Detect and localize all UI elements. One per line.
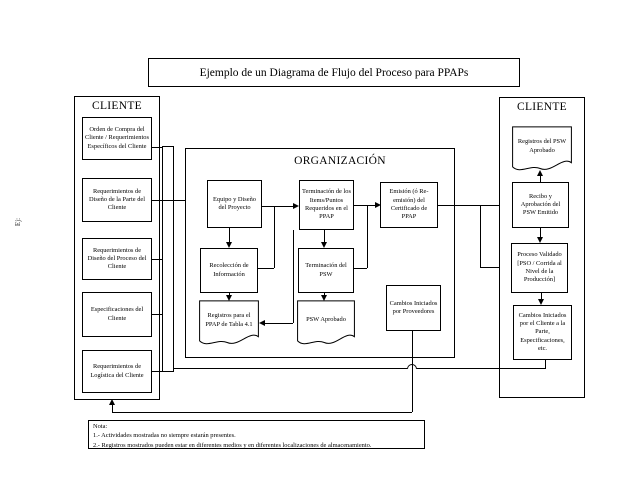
box-cambios-cliente: Cambios Iniciados por el Cliente a la Pa… xyxy=(513,305,572,360)
document-registros-psw: Registros del PSW Aprobado xyxy=(512,126,572,176)
collector-trunk-connector xyxy=(162,146,174,372)
connector-items-down xyxy=(324,230,325,242)
connector-stub-orden xyxy=(152,147,162,148)
connector-recoleccion-up xyxy=(258,268,274,269)
connector-terminacion-psw-up xyxy=(354,268,367,269)
connector-stub-logistica xyxy=(152,371,162,372)
document-registros-psw-label: Registros del PSW Aprobado xyxy=(517,138,567,154)
box-terminacion-items: Terminación de los Items/Puntos Requerid… xyxy=(299,180,354,230)
arrowhead-into-terminacion-psw xyxy=(321,242,327,248)
box-especificaciones: Especificaciones del Cliente xyxy=(82,292,152,337)
connector-branch-proceso-horizontal xyxy=(480,267,505,268)
connector-branch-proceso xyxy=(480,205,481,267)
connector-emision-to-recibo xyxy=(438,205,505,206)
customer-right-header: CLIENTE xyxy=(516,101,567,113)
connector-proveedores-down xyxy=(412,331,413,412)
arrowhead-into-proceso-validado xyxy=(537,237,543,243)
customer-left-header: CLIENTE xyxy=(91,100,142,112)
arrowhead-into-recoleccion xyxy=(226,242,232,248)
connector-recibo-up xyxy=(540,176,541,182)
connector-branch-terminacion-psw xyxy=(367,205,368,268)
note-box: Nota: 1.- Actividades mostradas no siemp… xyxy=(88,420,425,449)
arrowhead-into-psw-aprobado xyxy=(321,295,327,301)
box-cambios-proveedores: Cambios Iniciados por Proveedores xyxy=(386,285,441,331)
document-shape xyxy=(199,300,259,350)
connector-recoleccion-down xyxy=(229,293,230,296)
connector-proceso-down xyxy=(541,293,542,299)
document-psw-aprobado-label: PSW Aprobado xyxy=(306,316,346,324)
box-equipo-diseno: Equipo y Diseño del Proyecto xyxy=(207,180,262,228)
connector-stub-especificaciones xyxy=(152,314,162,315)
connector-equipo-to-items xyxy=(262,206,293,207)
connector-bottom-feedback xyxy=(112,412,412,413)
connector-feedback-left-segment xyxy=(173,368,407,369)
note-line-1: 1.- Actividades mostradas no siempre est… xyxy=(93,432,236,440)
connector-feedback-right-segment xyxy=(417,368,546,369)
connector-cliente-to-equipo xyxy=(152,200,201,201)
arrowhead-into-registros-ppap xyxy=(226,295,232,301)
document-shape xyxy=(512,126,572,176)
arrowhead-into-registros-psw xyxy=(537,170,543,176)
diagram-title: Ejemplo de un Diagrama de Flujo del Proc… xyxy=(148,58,520,87)
box-orden-de-compra: Orden de Compra del Cliente / Requerimie… xyxy=(82,117,152,160)
connector-cambios-cliente-down xyxy=(545,360,546,368)
box-emision-certificado: Emisión (ó Re-emisión) del Certificado d… xyxy=(380,182,438,228)
arrowhead-into-cambios-cliente xyxy=(538,299,544,305)
box-req-logistica: Requerimientos de Logística del Cliente xyxy=(82,350,152,393)
arrowhead-into-items xyxy=(293,203,299,209)
box-proceso-validado: Proceso Validado [PSO / Corrida al Nivel… xyxy=(511,243,568,293)
box-terminacion-psw: Terminación del PSW xyxy=(298,248,354,293)
organization-header: ORGANIZACIÓN xyxy=(294,155,386,167)
document-registros-ppap: Registros para el PPAP de Tabla 4.1 xyxy=(199,300,259,350)
connector-items-to-registros-vertical xyxy=(293,230,294,323)
box-req-diseno-parte: Requerimientos de Diseño de la Parte del… xyxy=(82,178,152,222)
box-recibo-aprobacion: Recibo y Aprobación del PSW Emitido xyxy=(512,182,569,228)
connector-bottom-feedback-up xyxy=(112,405,113,413)
connector-recibo-down xyxy=(540,228,541,237)
arrowhead-into-emision xyxy=(375,202,381,208)
box-req-diseno-proceso: Requerimientos de Diseño del Proceso del… xyxy=(82,238,152,280)
document-registros-ppap-label: Registros para el PPAP de Tabla 4.1 xyxy=(205,312,253,328)
note-line-2: 2.- Registros mostrados pueden estar en … xyxy=(93,441,372,449)
box-recoleccion-informacion: Recolección de Información xyxy=(200,248,258,293)
arrowhead-into-cliente-column xyxy=(109,399,115,405)
document-psw-aprobado: PSW Aprobado xyxy=(297,300,355,350)
margin-label: Ej: xyxy=(14,217,23,227)
connector-equipo-down xyxy=(229,228,230,242)
note-title: Nota: xyxy=(93,423,108,430)
connector-items-to-emision xyxy=(354,205,378,206)
arrowhead-into-registros-side xyxy=(259,320,265,326)
connector-items-to-registros-horizontal xyxy=(264,323,293,324)
document-shape xyxy=(297,300,355,350)
connector-psw-down xyxy=(324,293,325,296)
connector-stub-proceso xyxy=(152,259,162,260)
connector-branch-recoleccion xyxy=(274,206,275,268)
